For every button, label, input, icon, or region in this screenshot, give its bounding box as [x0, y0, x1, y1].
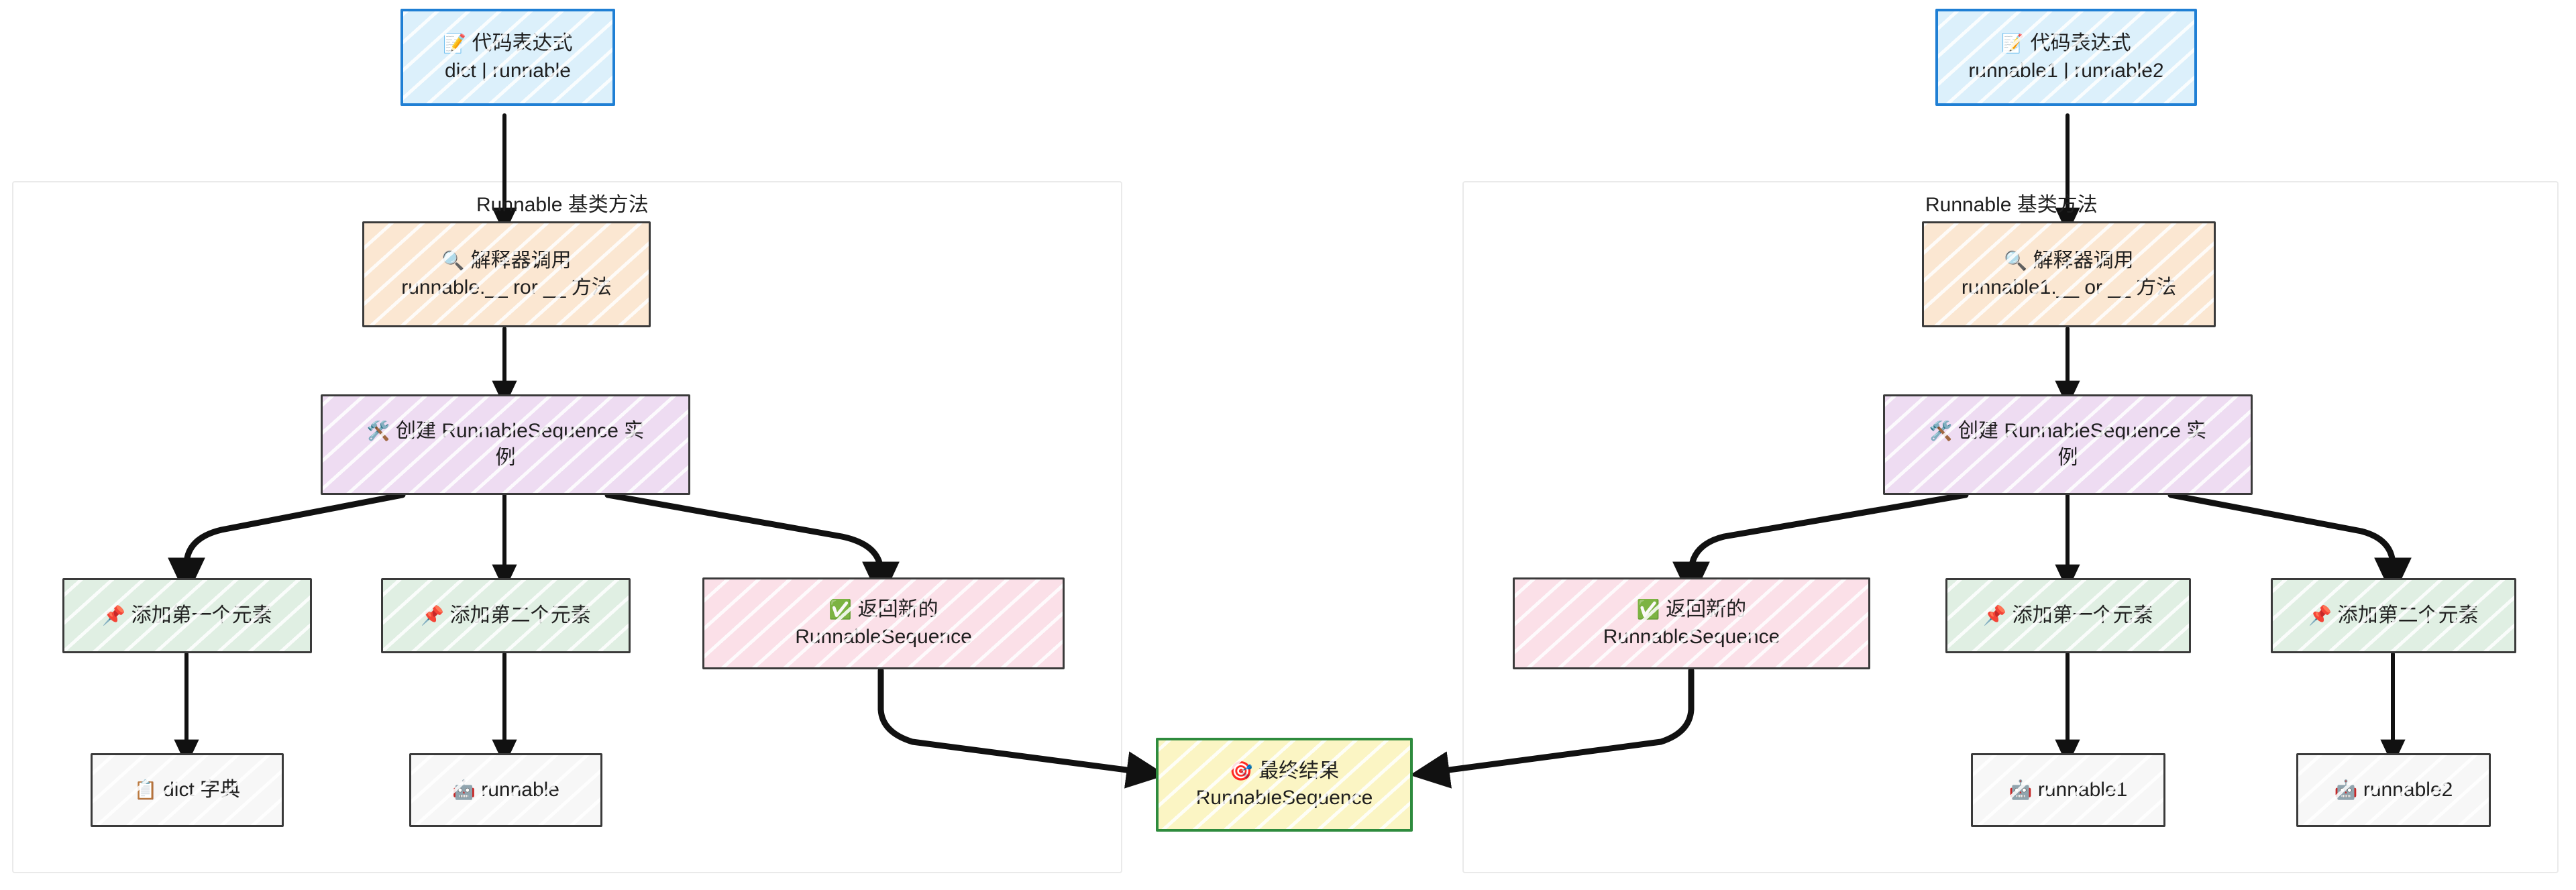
node-right-add-first-element[interactable]: 📌 添加第一个元素	[1945, 578, 2191, 653]
node-left-add-first-element[interactable]: 📌 添加第一个元素	[62, 578, 312, 653]
node-right-add-first-element-label: 📌 添加第一个元素	[1983, 604, 2153, 626]
edge-label-right-entry: Runnable 基类方法	[1925, 194, 2098, 216]
node-right-runnable1[interactable]: 🤖 runnable1	[1971, 753, 2165, 827]
magnifier-icon: 🔍	[2004, 249, 2028, 271]
node-left-code-expression-line2: dict | runnable	[445, 59, 571, 82]
magnifier-icon: 🔍	[441, 249, 466, 271]
node-left-interpreter-call[interactable]: 🔍 解释器调用 runnable.__ ror __ 方法	[362, 221, 651, 327]
node-right-add-second-element-label: 📌 添加第二个元素	[2308, 604, 2479, 626]
robot-icon: 🤖	[452, 779, 476, 800]
node-left-interpreter-call-line1: 🔍 解释器调用	[441, 249, 572, 272]
node-right-interpreter-call[interactable]: 🔍 解释器调用 runnable1.__ or __ 方法	[1922, 221, 2216, 327]
node-right-interpreter-call-line2: runnable1.__ or __ 方法	[1961, 276, 2177, 298]
node-left-return-new-sequence[interactable]: ✅ 返回新的 RunnableSequence	[702, 577, 1065, 669]
node-left-return-new-sequence-line2: RunnableSequence	[795, 625, 972, 648]
node-left-dict-label: 📋 dict 字典	[133, 778, 241, 801]
node-left-add-second-element-label: 📌 添加第二个元素	[421, 604, 591, 626]
node-left-runnable-label: 🤖 runnable	[452, 778, 559, 801]
direct-hit-icon: 🎯	[1229, 760, 1253, 781]
node-final-result[interactable]: 🎯 最终结果 RunnableSequence	[1156, 738, 1413, 832]
check-mark-button-icon: ✅	[1636, 599, 1660, 620]
memo-icon: 📝	[2001, 33, 2025, 54]
pushpin-icon: 📌	[1983, 604, 2007, 626]
pushpin-icon: 📌	[421, 604, 445, 626]
node-right-add-second-element[interactable]: 📌 添加第二个元素	[2271, 578, 2516, 653]
node-right-runnable1-label: 🤖 runnable1	[2008, 778, 2128, 801]
node-right-runnable2-label: 🤖 runnable2	[2334, 778, 2453, 801]
pushpin-icon: 📌	[102, 604, 126, 626]
hammer-and-wrench-icon: 🛠️	[366, 420, 390, 441]
node-left-interpreter-call-line2: runnable.__ ror __ 方法	[401, 276, 612, 298]
node-left-create-sequence-line1: 🛠️ 创建 RunnableSequence 实	[366, 419, 645, 442]
node-right-create-sequence-line2: 例	[2057, 447, 2078, 469]
node-right-create-sequence-line1: 🛠️ 创建 RunnableSequence 实	[1929, 419, 2207, 442]
node-left-create-sequence-line2: 例	[495, 447, 516, 469]
node-final-result-line1: 🎯 最终结果	[1229, 759, 1340, 782]
node-final-result-line2: RunnableSequence	[1195, 787, 1373, 809]
node-left-return-new-sequence-line1: ✅ 返回新的	[828, 598, 938, 621]
robot-icon: 🤖	[2334, 779, 2358, 800]
node-right-runnable2[interactable]: 🤖 runnable2	[2296, 753, 2491, 827]
clipboard-icon: 📋	[133, 779, 158, 800]
node-right-return-new-sequence-line2: RunnableSequence	[1603, 625, 1780, 648]
node-right-code-expression-line2: runnable1 | runnable2	[1968, 59, 2164, 82]
robot-icon: 🤖	[2008, 779, 2033, 800]
node-left-add-second-element[interactable]: 📌 添加第二个元素	[381, 578, 631, 653]
memo-icon: 📝	[443, 33, 467, 54]
node-left-add-first-element-label: 📌 添加第一个元素	[102, 604, 272, 626]
node-left-dict[interactable]: 📋 dict 字典	[91, 753, 284, 827]
node-left-create-sequence[interactable]: 🛠️ 创建 RunnableSequence 实 例	[321, 394, 690, 495]
node-right-return-new-sequence-line1: ✅ 返回新的	[1636, 598, 1747, 621]
edge-label-left-entry: Runnable 基类方法	[476, 194, 649, 216]
node-left-runnable[interactable]: 🤖 runnable	[409, 753, 602, 827]
node-left-code-expression[interactable]: 📝 代码表达式 dict | runnable	[400, 9, 615, 106]
node-right-code-expression-line1: 📝 代码表达式	[2001, 32, 2131, 55]
check-mark-button-icon: ✅	[828, 599, 853, 620]
node-right-return-new-sequence[interactable]: ✅ 返回新的 RunnableSequence	[1513, 577, 1870, 669]
node-left-code-expression-line1: 📝 代码表达式	[443, 32, 573, 55]
pushpin-icon: 📌	[2308, 604, 2332, 626]
hammer-and-wrench-icon: 🛠️	[1929, 420, 1953, 441]
node-right-code-expression[interactable]: 📝 代码表达式 runnable1 | runnable2	[1935, 9, 2197, 106]
node-right-create-sequence[interactable]: 🛠️ 创建 RunnableSequence 实 例	[1883, 394, 2253, 495]
node-right-interpreter-call-line1: 🔍 解释器调用	[2004, 249, 2134, 272]
